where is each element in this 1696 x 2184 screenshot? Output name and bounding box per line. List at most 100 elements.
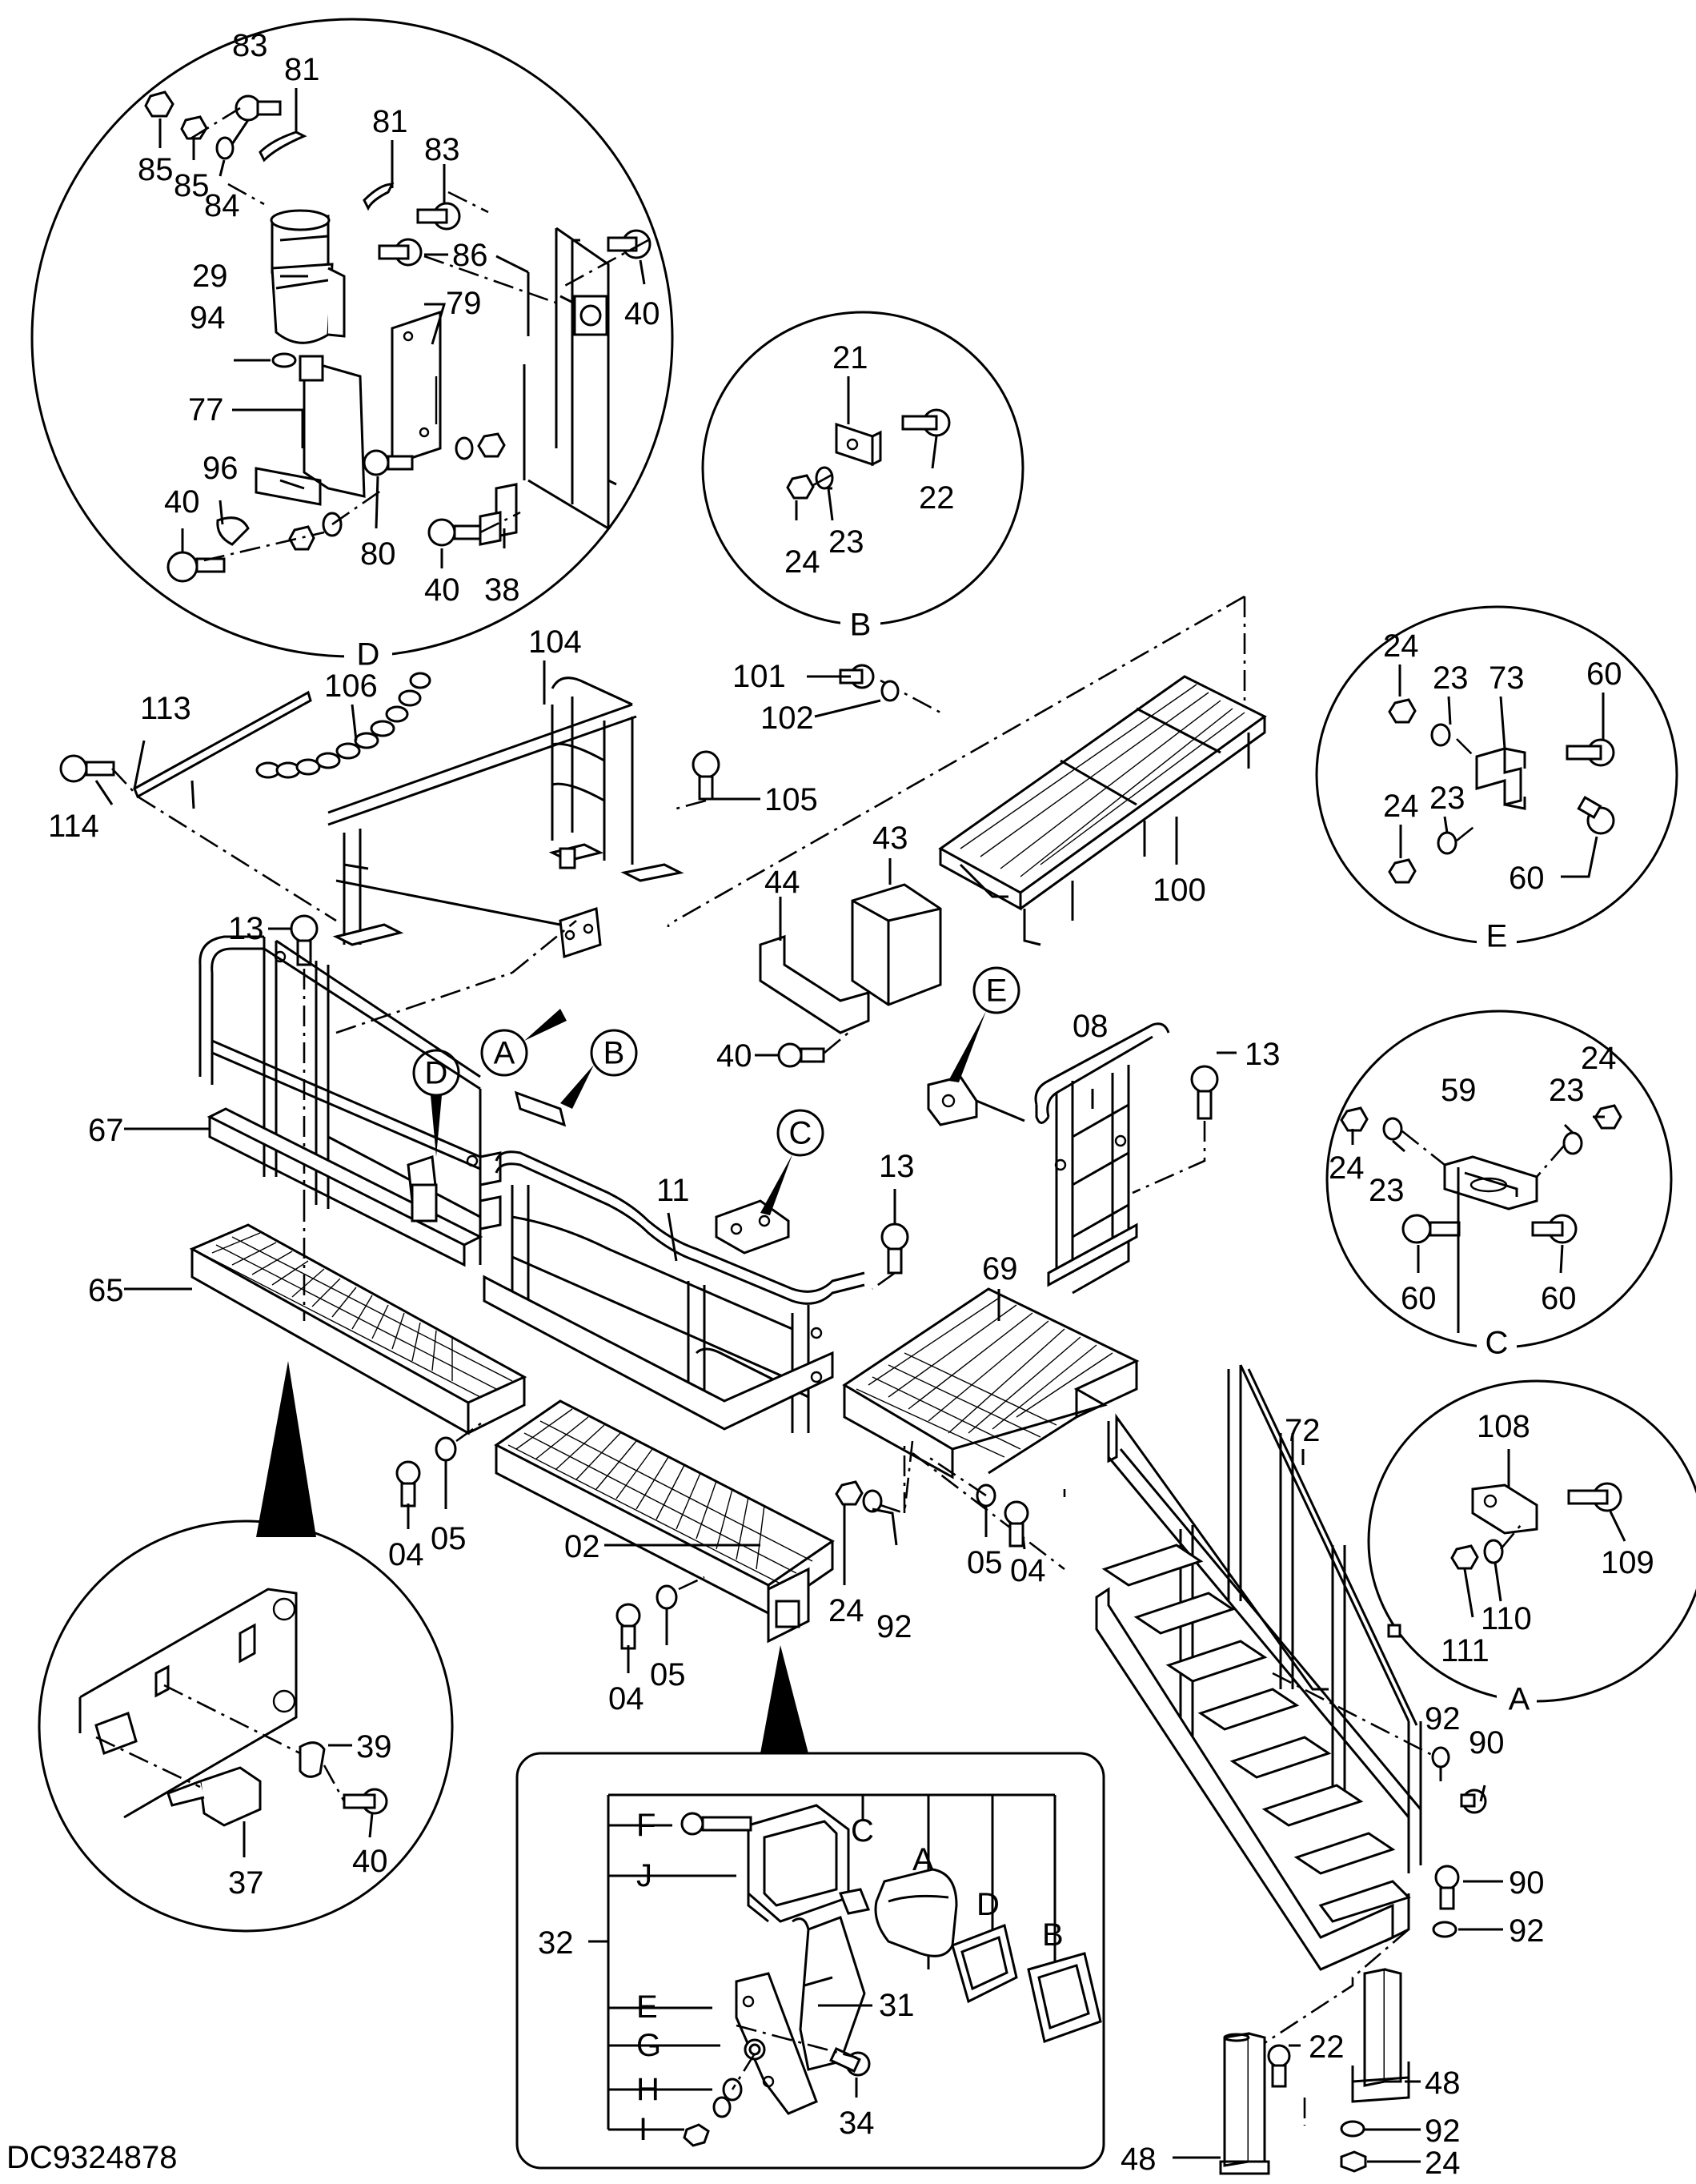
label-110: 110 bbox=[1481, 1601, 1532, 1636]
label-24: 24 bbox=[1383, 628, 1419, 664]
label-85: 85 bbox=[174, 168, 210, 203]
detail-letter-d: D bbox=[357, 637, 380, 672]
label-60: 60 bbox=[1509, 861, 1545, 896]
label-60: 60 bbox=[1586, 656, 1622, 692]
label-94: 94 bbox=[190, 300, 226, 335]
label-40: 40 bbox=[716, 1038, 752, 1074]
label-22: 22 bbox=[919, 480, 955, 516]
label-04: 04 bbox=[608, 1681, 644, 1716]
fastener-85a bbox=[144, 90, 174, 118]
label-40: 40 bbox=[164, 484, 200, 520]
detail-e: E bbox=[1315, 605, 1678, 954]
leg-48a bbox=[1219, 2032, 1270, 2175]
label-106: 106 bbox=[324, 668, 378, 704]
label-48: 48 bbox=[1425, 2066, 1461, 2101]
label-37: 37 bbox=[228, 1865, 264, 1901]
label-44: 44 bbox=[764, 865, 800, 900]
label-08: 08 bbox=[1073, 1009, 1109, 1044]
label-05: 05 bbox=[967, 1545, 1003, 1580]
label-23: 23 bbox=[1369, 1173, 1405, 1208]
fastener-83b bbox=[416, 202, 461, 231]
label-96: 96 bbox=[202, 451, 239, 486]
label-69: 69 bbox=[982, 1251, 1018, 1287]
detail-b: B bbox=[701, 311, 1024, 643]
lamp-letter-f: F bbox=[636, 1808, 656, 1843]
label-43: 43 bbox=[872, 821, 908, 856]
label-67: 67 bbox=[88, 1113, 124, 1148]
lamp-letter-e: E bbox=[636, 1989, 658, 2025]
label-13: 13 bbox=[879, 1149, 915, 1184]
leg-48b bbox=[1351, 1968, 1410, 2103]
label-31: 31 bbox=[879, 1988, 915, 2023]
fastener-86 bbox=[378, 238, 423, 267]
label-24: 24 bbox=[1425, 2146, 1461, 2180]
label-22: 22 bbox=[1309, 2029, 1345, 2065]
label-38: 38 bbox=[484, 572, 520, 608]
lamp-letter-c: C bbox=[851, 1813, 874, 1849]
svg-text:B: B bbox=[603, 1036, 625, 1071]
label-04: 04 bbox=[388, 1537, 424, 1572]
label-90: 90 bbox=[1469, 1725, 1505, 1760]
svg-text:C: C bbox=[789, 1116, 812, 1151]
walkway-100 bbox=[938, 675, 1267, 946]
lamp-letter-i: I bbox=[639, 2112, 648, 2147]
lamp-letter-d: D bbox=[976, 1887, 1000, 1922]
label-59: 59 bbox=[1441, 1073, 1477, 1108]
callout-b: B bbox=[560, 1029, 638, 1109]
label-113: 113 bbox=[140, 691, 191, 726]
label-83: 83 bbox=[424, 132, 460, 167]
lamp-letter-a: A bbox=[912, 1842, 934, 1877]
label-92: 92 bbox=[1425, 1701, 1461, 1736]
svg-text:A: A bbox=[494, 1036, 515, 1071]
label-24: 24 bbox=[828, 1593, 864, 1628]
label-108: 108 bbox=[1477, 1409, 1530, 1444]
label-04: 04 bbox=[1010, 1553, 1046, 1588]
label-21: 21 bbox=[832, 340, 868, 375]
lamp-letter-b: B bbox=[1042, 1917, 1064, 1953]
callout-e: E bbox=[948, 966, 1020, 1082]
lamp-letter-g: G bbox=[636, 2028, 661, 2063]
handrail-104 bbox=[327, 676, 684, 946]
part-labels: 83 81 81 83 85 85 84 86 40 29 79 94 77 9… bbox=[48, 28, 1654, 2181]
label-72: 72 bbox=[1285, 1413, 1321, 1448]
detail-switch bbox=[38, 1520, 454, 1933]
label-80: 80 bbox=[360, 536, 396, 572]
label-86: 86 bbox=[452, 238, 488, 273]
label-34: 34 bbox=[839, 2106, 875, 2141]
label-32: 32 bbox=[538, 1925, 574, 1961]
detail-letter-e: E bbox=[1486, 919, 1508, 954]
detail-letter-a: A bbox=[1509, 1682, 1530, 1717]
label-81: 81 bbox=[372, 104, 408, 139]
label-48: 48 bbox=[1121, 2142, 1157, 2177]
label-11: 11 bbox=[656, 1173, 690, 1208]
fastener-83a bbox=[235, 94, 282, 122]
label-105: 105 bbox=[764, 782, 818, 817]
main-assembly bbox=[59, 595, 1487, 2175]
label-65: 65 bbox=[88, 1273, 124, 1308]
label-40: 40 bbox=[624, 296, 660, 331]
fastener-40b bbox=[166, 551, 226, 583]
label-111: 111 bbox=[1441, 1633, 1490, 1668]
label-114: 114 bbox=[48, 809, 99, 844]
label-79: 79 bbox=[446, 286, 482, 321]
callout-a: A bbox=[480, 1009, 567, 1077]
label-84: 84 bbox=[204, 188, 240, 223]
label-83: 83 bbox=[232, 28, 268, 63]
fastener-80 bbox=[363, 449, 414, 476]
label-104: 104 bbox=[528, 624, 582, 660]
label-90: 90 bbox=[1509, 1865, 1545, 1901]
handrail-08 bbox=[1034, 1022, 1170, 1295]
label-24: 24 bbox=[1581, 1041, 1617, 1076]
label-60: 60 bbox=[1401, 1281, 1437, 1316]
label-101: 101 bbox=[732, 659, 786, 694]
svg-text:E: E bbox=[986, 974, 1008, 1009]
label-77: 77 bbox=[188, 392, 224, 428]
fastener-40c bbox=[427, 518, 482, 547]
svg-text:D: D bbox=[425, 1056, 448, 1091]
drawing-code: DC9324878 bbox=[6, 2140, 178, 2175]
label-13: 13 bbox=[228, 911, 264, 946]
label-73: 73 bbox=[1489, 660, 1525, 696]
label-100: 100 bbox=[1153, 873, 1206, 908]
label-05: 05 bbox=[650, 1657, 686, 1692]
